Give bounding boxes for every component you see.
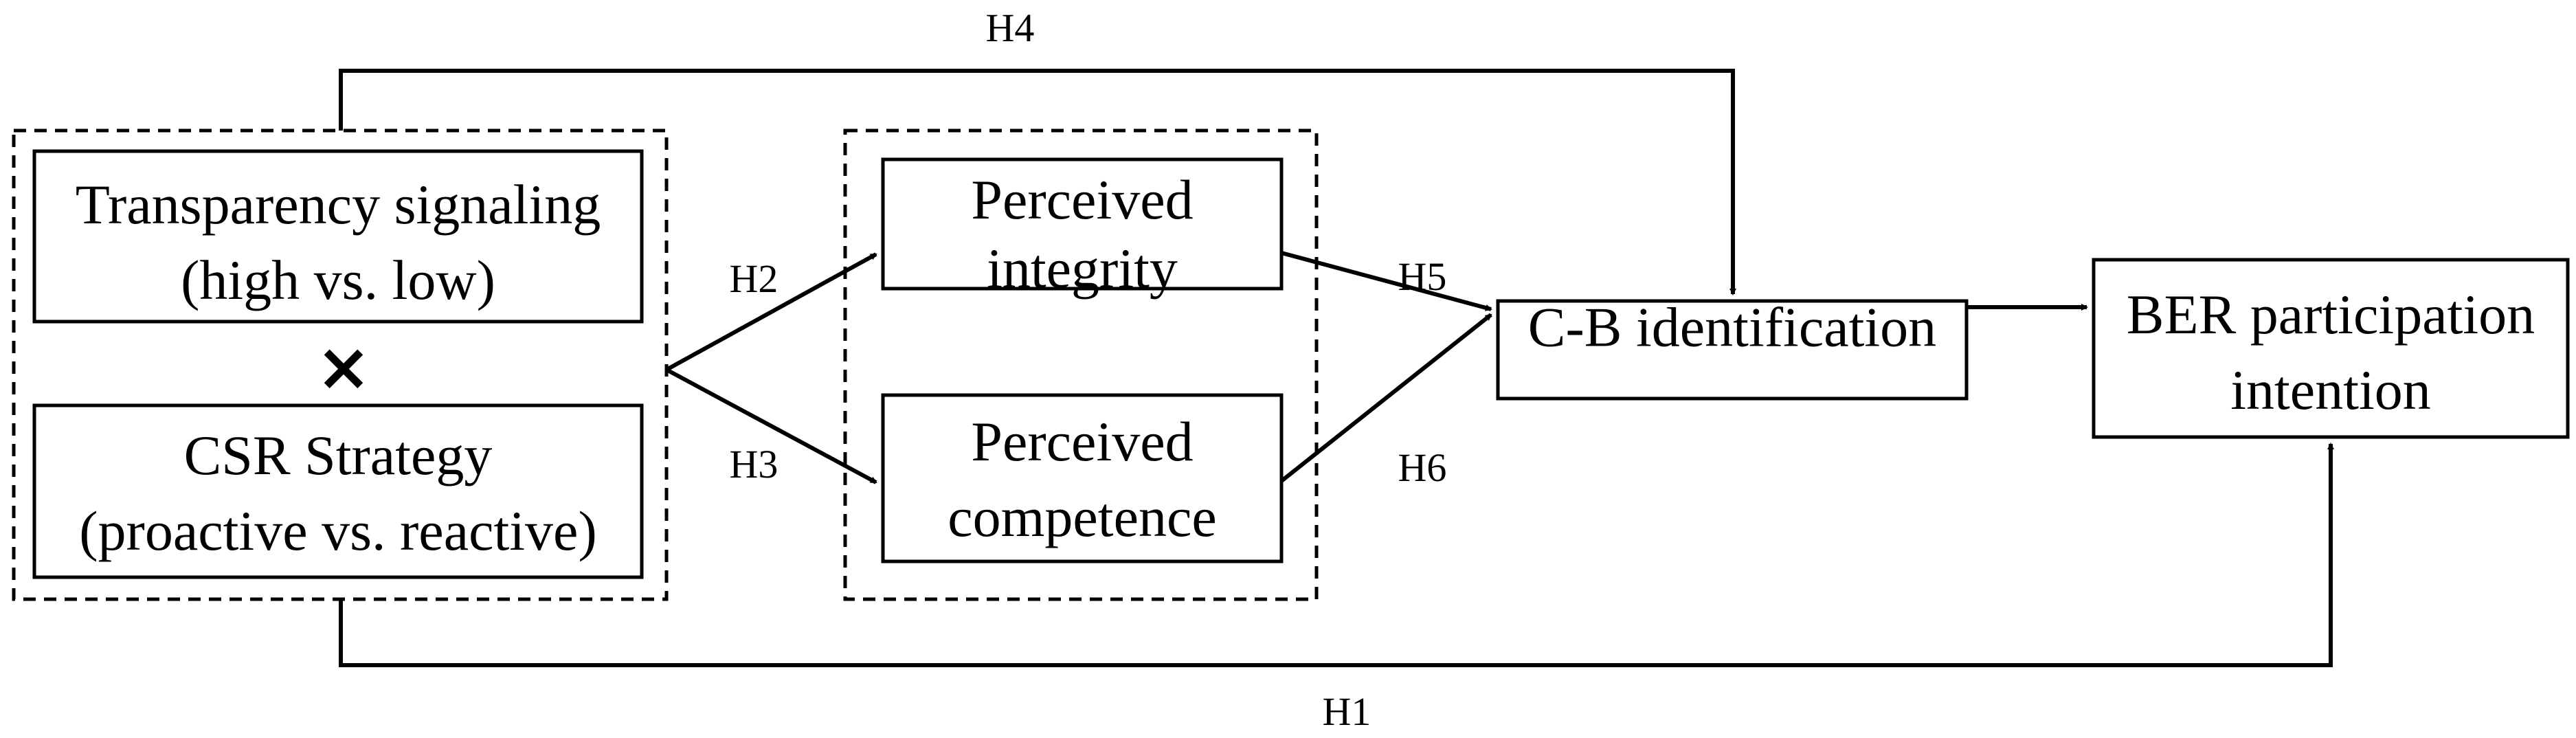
transparency-signaling-node: Transparency signaling (high vs. low)	[32, 149, 644, 324]
transparency-signaling-label: Transparency signaling	[76, 173, 601, 236]
mediators-group	[843, 128, 1319, 601]
perceived-integrity-line1: Perceived	[971, 168, 1193, 231]
path-h3-arrow	[665, 368, 877, 484]
perceived-integrity-line2: integrity	[987, 237, 1178, 300]
path-h6-arrow	[1280, 313, 1492, 483]
transparency-signaling-levels: (high vs. low)	[181, 249, 495, 311]
perceived-competence-node: Perceived competence	[881, 393, 1284, 563]
label-h3: H3	[730, 442, 779, 487]
interaction-cross-icon: ×	[316, 328, 371, 405]
label-h4: H4	[986, 5, 1035, 50]
label-h5: H5	[1398, 254, 1447, 299]
csr-strategy-node: CSR Strategy (proactive vs. reactive)	[32, 403, 644, 579]
label-h2: H2	[730, 256, 779, 301]
path-h5-arrow	[1281, 251, 1492, 311]
csr-strategy-label: CSR Strategy	[184, 424, 493, 487]
path-h1-arrow	[339, 443, 2334, 667]
ber-participation-line2: intention	[2230, 359, 2431, 421]
ber-participation-line1: BER participation	[2127, 283, 2535, 346]
cb-identification-node: C-B identification	[1496, 296, 1969, 401]
label-h1: H1	[1323, 689, 1371, 734]
cb-identification-label: C-B identification	[1528, 296, 1936, 359]
label-h6: H6	[1398, 445, 1447, 490]
perceived-competence-line2: competence	[948, 486, 1217, 548]
path-h2-arrow	[665, 252, 877, 372]
path-h4-arrow	[339, 69, 1736, 295]
perceived-integrity-node: Perceived integrity	[881, 157, 1284, 300]
ber-participation-node: BER participation intention	[2092, 258, 2570, 439]
perceived-competence-line1: Perceived	[971, 410, 1193, 473]
csr-strategy-levels: (proactive vs. reactive)	[79, 500, 597, 562]
